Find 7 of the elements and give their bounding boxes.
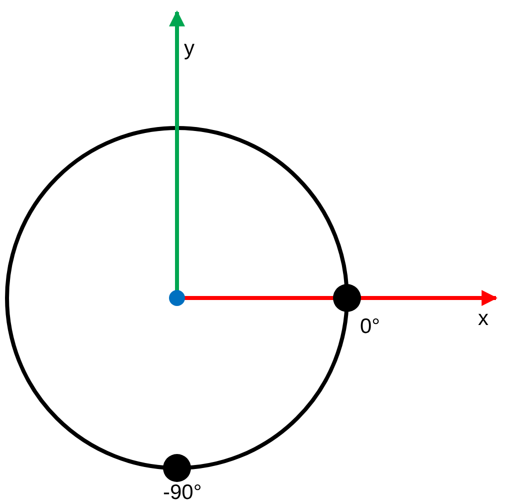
axis-label: y xyxy=(184,38,194,59)
angle-point xyxy=(163,454,191,482)
axis-label: x xyxy=(478,308,488,329)
angle-point xyxy=(333,284,361,312)
angle-label: 0° xyxy=(360,316,380,337)
origin-point xyxy=(169,290,185,306)
angle-label: -90° xyxy=(163,482,202,503)
